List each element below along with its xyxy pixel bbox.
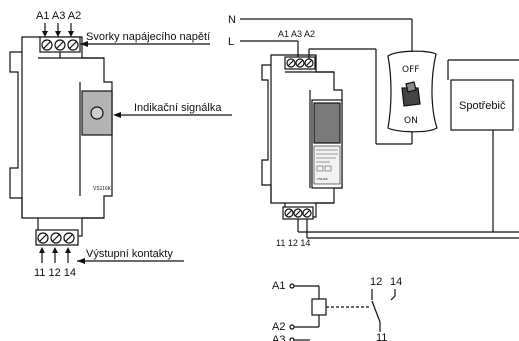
switch-on-label: ON [404,116,418,126]
right-bottom-screw-terminals [282,206,314,220]
right-top-screw-terminals [284,56,316,70]
switch-off-label: OFF [402,65,419,75]
schematic-a2-label: A2 [272,321,285,333]
load-label: Spotřebič [459,100,506,112]
right-indicator-window [313,102,341,144]
callout-indicator-lamp: Indikační signálka [134,102,222,114]
left-model-label: VS116K [93,186,112,192]
changeover-contact-symbol [371,289,396,332]
left-module-body [9,36,113,237]
left-top-terminal-labels: A1 A3 A2 [36,10,81,22]
right-bottom-terminal-labels: 11 12 14 [276,238,310,248]
contact-14-label: 14 [390,276,402,288]
left-bottom-terminal-labels: 11 12 14 [34,267,76,279]
toggle-switch-icon: OFF ON [387,50,438,133]
right-top-terminal-labels: A1 A3 A2 [278,29,315,39]
right-model-label: VS116K [317,177,328,181]
supply-lines: N L [228,14,413,57]
callout-supply-terminals: Svorky napájecího napětí [86,31,210,43]
wiring-connections [297,48,519,239]
callouts: Svorky napájecího napětí Indikační signá… [77,31,232,264]
relay-coil-symbol [311,298,327,316]
line-n-label: N [228,14,236,26]
relay-schematic: A1 A2 A3 12 14 11 [272,276,402,341]
line-l-label: L [228,36,234,48]
left-bottom-screw-terminals [35,229,79,246]
callout-output-contacts: Výstupní kontakty [86,248,173,260]
schematic-a3-label: A3 [272,334,285,341]
left-module: A1 A3 A2 VS116K [9,10,113,279]
indicator-lamp-icon [90,106,104,120]
schematic-a1-label: A1 [272,280,285,292]
contact-11-label: 11 [376,332,387,341]
left-top-screw-terminals [39,36,81,53]
load-box: Spotřebič [450,79,514,131]
contact-12-label: 12 [370,276,382,288]
right-module: A1 A3 A2 VS116K [261,29,343,248]
